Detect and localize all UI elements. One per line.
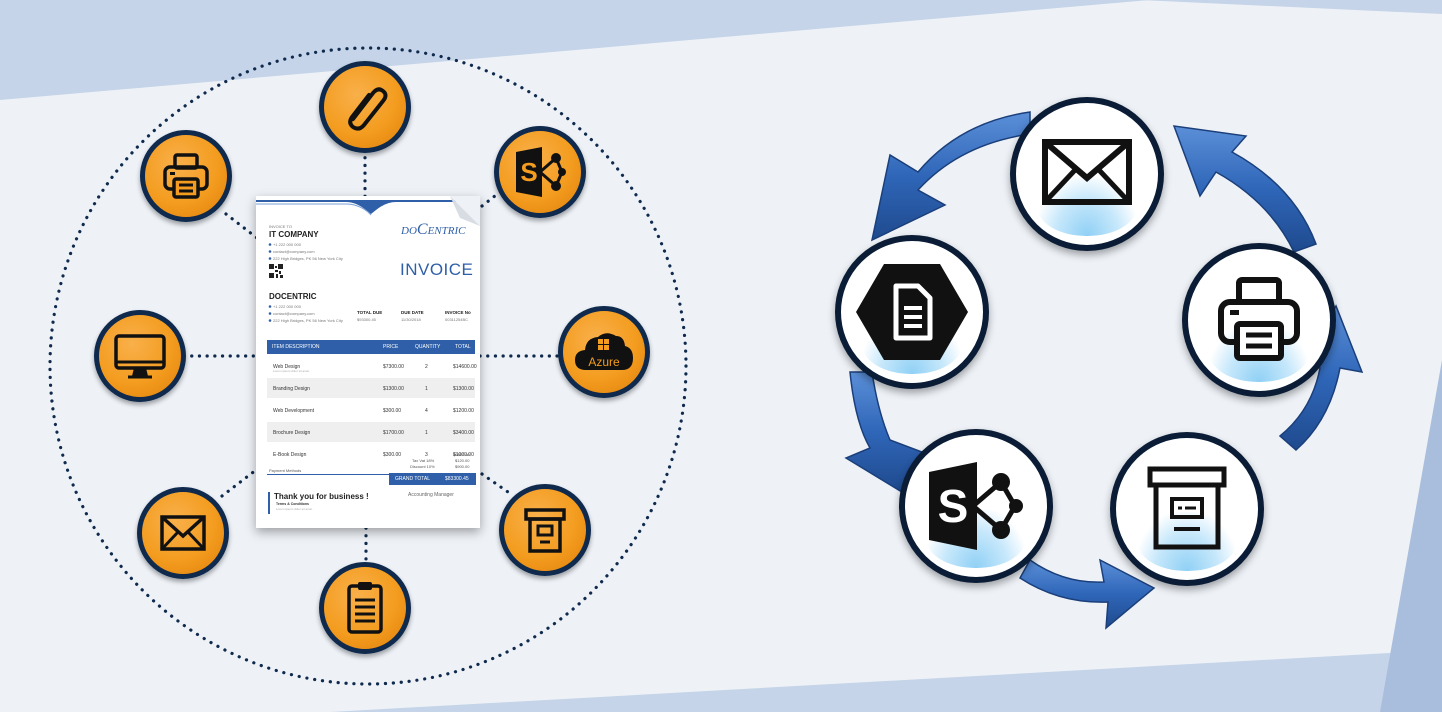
paperclip-hub[interactable] [319,61,411,153]
contact-line: contact@company.com [273,249,315,254]
qr-code-icon [269,264,283,278]
total-due-value: $93300.45 [357,317,376,322]
thanks-text: Thank you for business ! [274,492,369,501]
docentric-logo: DOCENTRIC [401,221,466,238]
cycle-sharepoint[interactable]: S [899,429,1053,583]
cycle-envelope[interactable] [1010,97,1164,251]
azure-label: Azure [588,355,620,369]
arrow-bottom [1019,558,1156,630]
azure-cloud-icon: Azure [575,333,633,370]
arrow-top-right [1172,125,1317,253]
payment-methods: Payment Methods [269,468,302,473]
from-bullets [268,305,272,322]
envelope-icon [160,515,206,551]
archive-box-icon [524,508,566,553]
azure-hub[interactable]: Azure [558,306,650,398]
monitor-icon [114,334,166,379]
col-header: QUANTITY [415,344,441,350]
tax-label: Tax Vat 18% [412,458,435,463]
terms-text: Lorem ipsum dolor sit amet [276,507,313,511]
terms-label: Terms & Conditions [276,502,309,506]
sharepoint-icon: S [929,462,1023,550]
printer-hub[interactable] [140,130,232,222]
connector-envelope [220,468,258,498]
archive-box-icon [1147,466,1227,550]
clipboard-hub[interactable] [319,562,411,654]
from-line: +1 222 000 000 [273,304,301,309]
grand-total-label: GRAND TOTAL [395,476,431,482]
grand-total-bar: GRAND TOTAL $83300.45 [389,473,476,485]
items-table-header: ITEM DESCRIPTION PRICE QUANTITY TOTAL [267,340,475,354]
sharepoint-icon: S [516,147,566,197]
invoice-to-label: INVOICE TO [269,224,292,229]
document-hexagon-icon [856,264,968,360]
due-date-value: 11/30/2018 [401,317,421,322]
total-due-label: TOTAL DUE [357,310,383,315]
from-line: 222 High Bridges, PK 56 New York City [273,318,343,323]
tax-value: $120.00 [455,458,470,463]
from-name: DOCENTRIC [269,292,317,301]
connector-archive [480,472,510,494]
col-header: PRICE [383,344,399,350]
cycle-document[interactable] [835,235,989,389]
printer-icon [1218,277,1300,361]
grand-total-value: $83300.45 [445,476,469,482]
invoice-no-value: 00311254BC [445,317,469,322]
cycle-archive[interactable] [1110,432,1264,586]
subtotal-value: $9600.00 [453,452,470,457]
envelope-icon [1042,139,1132,205]
invoice-title: INVOICE [400,260,474,279]
clipboard-icon [347,582,383,634]
signature-label: Accounting Manager [408,492,454,498]
discount-label: Discount 10% [410,464,435,469]
company-name: IT COMPANY [269,230,319,239]
printer-icon [163,153,209,199]
from-line: contact@company.com [273,311,315,316]
contact-line: +1 222 000 000 [273,242,301,247]
page-curl [450,196,480,226]
sharepoint-hub[interactable]: S [494,126,586,218]
monitor-hub[interactable] [94,310,186,402]
arrow-top-left [870,111,1031,242]
invoice-document: INVOICE TO IT COMPANY +1 222 000 000 con… [256,196,480,528]
contact-line: 222 High Bridges, PK 56 New York City [273,256,343,261]
svg-text:S: S [938,480,969,532]
cycle-printer[interactable] [1182,243,1336,397]
due-date-label: DUE DATE [401,310,424,315]
svg-text:S: S [520,157,537,187]
invoice-no-label: INVOICE No [445,310,471,315]
paperclip-icon [348,87,388,131]
divider [267,474,397,475]
envelope-hub[interactable] [137,487,229,579]
invoice-header-wave [256,200,480,216]
col-header: TOTAL [455,344,471,350]
thanks-accent [268,492,270,514]
col-header: ITEM DESCRIPTION [272,344,320,350]
discount-value: $900.00 [455,464,470,469]
contact-bullets [268,243,272,260]
archive-hub[interactable] [499,484,591,576]
dotted-orbit-circle [48,46,688,686]
